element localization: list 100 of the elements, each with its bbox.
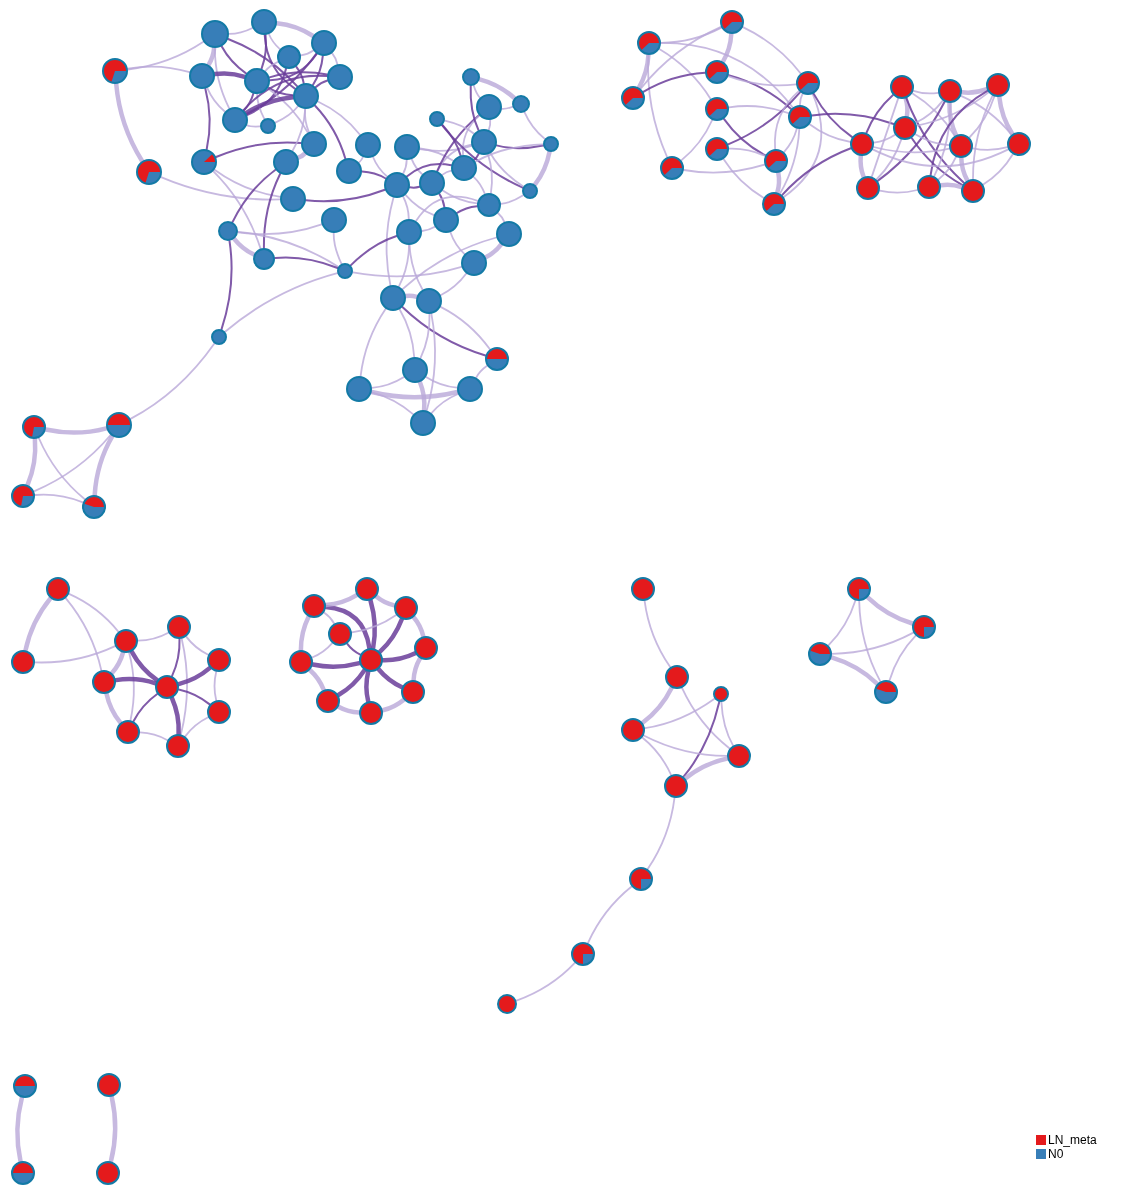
- network-node: [97, 1073, 121, 1097]
- network-node: [429, 111, 445, 127]
- edge-line: [346, 642, 362, 656]
- edge-line: [402, 195, 410, 220]
- edge-line: [722, 158, 765, 199]
- edge-line: [231, 168, 277, 224]
- edge-line: [487, 153, 493, 194]
- edge-line: [495, 144, 545, 150]
- edge-line: [827, 599, 857, 647]
- edge-line: [644, 697, 716, 730]
- edge-line: [129, 342, 216, 420]
- network-node: [46, 577, 70, 601]
- network-node: [419, 170, 445, 196]
- network-node: [451, 155, 477, 181]
- edge-line: [246, 124, 261, 128]
- edge-line: [971, 146, 1009, 151]
- edge-line: [523, 111, 546, 140]
- edge-line: [128, 651, 135, 722]
- edge-line: [742, 26, 802, 75]
- edge-line: [372, 156, 388, 178]
- edge-line: [781, 147, 852, 197]
- network-node: [401, 680, 425, 704]
- network-node: [461, 250, 487, 276]
- edge-line: [779, 128, 801, 195]
- edge-line: [473, 152, 480, 161]
- edge-line: [775, 170, 782, 195]
- legend-label: LN_meta: [1048, 1133, 1097, 1147]
- edge-line: [266, 87, 309, 134]
- edge-line: [455, 205, 479, 214]
- edge-line: [361, 170, 387, 180]
- network-node: [571, 942, 595, 966]
- network-node: [114, 629, 138, 653]
- edge-line: [206, 87, 226, 113]
- network-node: [497, 994, 517, 1014]
- edge-line: [808, 123, 852, 143]
- network-node: [280, 186, 306, 212]
- edge-line: [336, 704, 362, 715]
- network-node: [260, 118, 276, 134]
- edge-line: [449, 231, 466, 255]
- edge-line: [878, 189, 919, 194]
- network-node: [764, 149, 788, 173]
- edge-line: [972, 94, 994, 180]
- edge-line: [332, 232, 343, 265]
- edge-line: [728, 105, 790, 114]
- network-node: [660, 156, 684, 180]
- edge-line: [15, 1095, 25, 1164]
- edge-line: [937, 156, 957, 181]
- edge-line: [108, 1094, 118, 1164]
- network-node: [328, 622, 352, 646]
- network-node: [410, 410, 436, 436]
- edge-line: [415, 195, 479, 222]
- edge-line: [461, 114, 481, 156]
- edge-line: [639, 26, 722, 90]
- network-node: [211, 329, 227, 345]
- network-node: [665, 665, 689, 689]
- network-node: [321, 207, 347, 233]
- network-node: [485, 347, 509, 371]
- edge-line: [264, 60, 279, 72]
- network-node: [96, 1161, 120, 1185]
- network-node: [713, 686, 729, 702]
- edge-line: [34, 493, 84, 504]
- edge-line: [380, 697, 407, 713]
- edge-line: [398, 308, 416, 358]
- edge-line: [682, 163, 766, 174]
- edge-line: [871, 148, 1010, 168]
- network-node: [938, 79, 962, 103]
- network-node: [705, 60, 729, 84]
- edge-line: [176, 665, 213, 687]
- edge-line: [411, 656, 423, 683]
- edge-line: [643, 600, 672, 668]
- network-node: [355, 132, 381, 158]
- edge-line: [411, 614, 426, 639]
- edge-line: [636, 52, 651, 90]
- edge-line: [469, 85, 480, 132]
- network-node: [155, 675, 179, 699]
- edge-line: [34, 645, 116, 664]
- edge-line: [441, 123, 462, 157]
- edge-line: [403, 293, 419, 300]
- edge-line: [641, 736, 672, 776]
- edge-line: [323, 592, 359, 608]
- network-node: [396, 219, 422, 245]
- network-node: [13, 1074, 37, 1098]
- network-node: [414, 636, 438, 660]
- edge-line: [929, 89, 989, 177]
- network-node: [949, 134, 973, 158]
- edge-line: [212, 71, 247, 80]
- edge-line: [313, 104, 347, 160]
- edge-line: [185, 635, 210, 656]
- edge-line: [587, 885, 633, 944]
- edge-line: [269, 52, 318, 82]
- edge-line: [113, 81, 145, 164]
- edge-line: [933, 102, 952, 178]
- edge-line: [127, 40, 205, 71]
- edge-line: [323, 604, 372, 651]
- edge-line: [160, 176, 281, 201]
- network-node: [457, 376, 483, 402]
- edge-line: [905, 97, 966, 184]
- edge-line: [865, 595, 915, 626]
- network-node: [201, 20, 229, 48]
- network-node: [522, 183, 538, 199]
